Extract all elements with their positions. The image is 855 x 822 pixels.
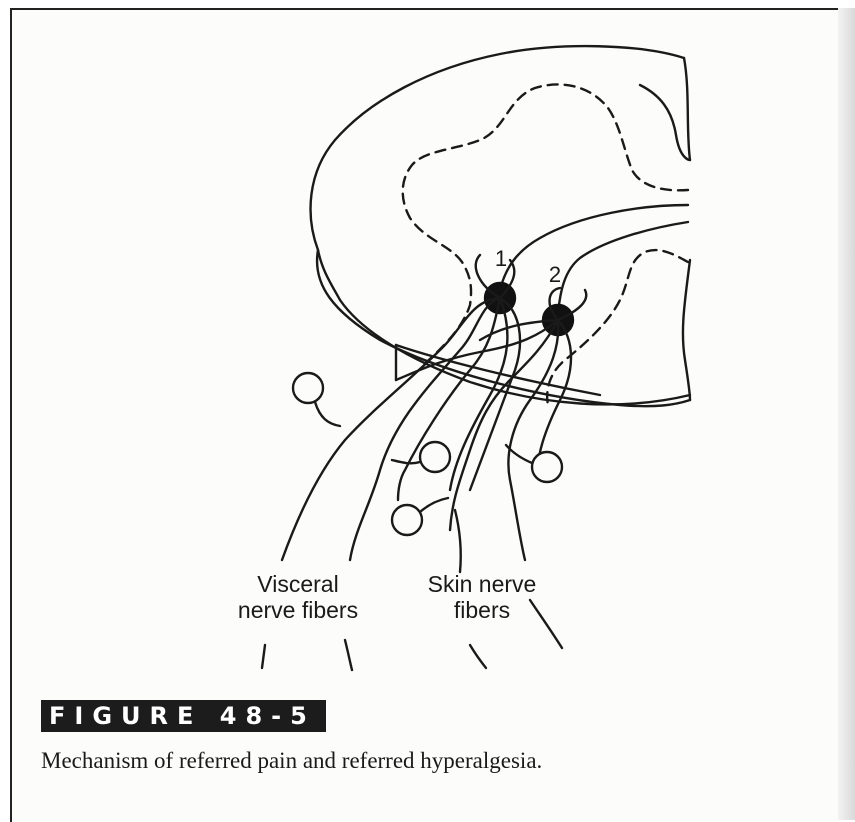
ganglion-stem-visceral	[315, 402, 340, 426]
fiber-1c	[398, 298, 500, 500]
fiber-2a	[396, 320, 558, 380]
ganglion-stem-skin-a	[392, 460, 420, 463]
cord-right-edge	[683, 260, 690, 400]
neuron-1-label: 1	[491, 246, 511, 272]
fiber-2b	[450, 320, 558, 530]
figure-number-banner: FIGURE 48-5	[41, 700, 326, 732]
spinal-cord-outline	[311, 46, 690, 404]
skin-fiber-mid	[455, 510, 461, 572]
cord-inner-curve	[640, 85, 690, 160]
ganglion-stem-lower	[420, 498, 448, 512]
visceral-nerve-fibers-label: Visceral nerve fibers	[213, 571, 383, 623]
visceral-fiber-tail-a	[262, 645, 265, 668]
visceral-label-line-1: Visceral	[213, 571, 383, 597]
ganglion-cell-skin-a	[420, 442, 450, 472]
skin-label-line-1: Skin nerve	[402, 571, 562, 597]
visceral-label-line-2: nerve fibers	[213, 597, 383, 623]
skin-nerve-fibers-label: Skin nerve fibers	[402, 571, 562, 623]
ganglion-cell-visceral	[293, 373, 323, 403]
tract-line-lower	[558, 222, 688, 315]
tract-line-upper	[500, 205, 688, 290]
ganglion-cell-lower	[392, 505, 422, 535]
visceral-fiber-tail-b	[345, 640, 352, 670]
cord-inner-edge	[684, 58, 690, 160]
skin-fiber-tail-a	[470, 645, 486, 668]
skin-label-line-2: fibers	[402, 597, 562, 623]
ganglion-cell-skin-b	[532, 452, 562, 482]
figure-caption: Mechanism of referred pain and referred …	[41, 748, 821, 774]
neuron-2-label: 2	[545, 262, 565, 288]
